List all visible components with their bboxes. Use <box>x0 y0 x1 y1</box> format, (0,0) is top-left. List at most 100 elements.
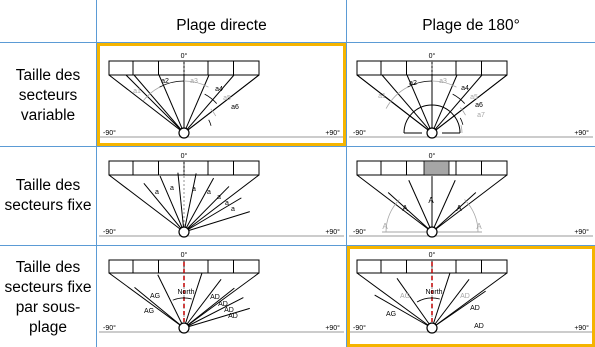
label-AG-gray: AG <box>400 293 410 300</box>
sector-ray <box>396 278 433 329</box>
highlight-frame <box>347 246 595 347</box>
sector-ray <box>183 74 210 134</box>
column-header-direct: Plage directe <box>176 17 267 34</box>
label-north: North <box>177 289 194 296</box>
label-a3: a3 <box>190 78 198 85</box>
row-header-fixed: Taille des secteurs fixe <box>4 177 92 214</box>
label-A-gray-right: A <box>476 222 482 231</box>
label-A: A <box>428 196 434 205</box>
sector-ray <box>183 287 235 329</box>
label-a1: a1 <box>133 88 141 95</box>
label-a4: a4 <box>461 85 469 92</box>
axis-label-right: +90° <box>574 228 589 236</box>
side-left <box>108 174 185 233</box>
sector-ray <box>183 307 250 329</box>
arc-a3 <box>183 80 209 88</box>
sector-ray <box>387 192 433 233</box>
sector-ray <box>133 74 185 134</box>
sector-ray <box>134 287 185 329</box>
sector-ray <box>183 197 242 233</box>
pivot-circle <box>178 322 190 334</box>
label-a: a <box>225 200 229 207</box>
label-a7: a7 <box>477 112 485 119</box>
side-left <box>356 272 433 329</box>
axis-label-right: +90° <box>574 129 589 137</box>
axis-label-right: +90° <box>325 324 340 332</box>
sector-ray <box>183 297 244 329</box>
label-AG: AG <box>386 311 396 318</box>
row-header-fixed-subrange: Taille des secteurs fixe par sous-plage <box>4 259 92 336</box>
sector-ray <box>431 279 470 329</box>
arc-a4 <box>452 93 465 104</box>
row-header-variable: Taille des secteurs variable <box>15 67 81 124</box>
label-a5: a5 <box>470 94 478 101</box>
label-AG: AG <box>144 308 154 315</box>
sector-ray <box>431 74 483 134</box>
label-a: a <box>207 189 211 196</box>
label-A: A <box>456 204 462 213</box>
label-a4: a4 <box>215 86 223 93</box>
arc-a1 <box>142 86 160 102</box>
pivot-circle <box>426 127 438 139</box>
side-right <box>431 174 508 233</box>
arc-a2 <box>159 80 185 88</box>
label-A-gray-left: A <box>382 222 388 231</box>
axis-label-top: 0° <box>181 52 188 60</box>
arc-a7 <box>460 125 463 134</box>
axis-label-left: -90° <box>103 129 116 137</box>
pivot-circle <box>426 226 438 238</box>
label-a6: a6 <box>475 102 483 109</box>
sector-ray <box>125 74 185 134</box>
sector-ray <box>183 279 222 329</box>
label-a: a <box>217 194 221 201</box>
sector-ray <box>183 177 215 233</box>
sector-ray <box>157 274 185 329</box>
label-AD: AD <box>224 307 234 314</box>
sector-ray <box>431 192 477 233</box>
label-A: A <box>402 204 408 213</box>
sector-ray <box>431 74 508 134</box>
grid-hline-row1 <box>0 146 595 147</box>
grid-hline-header <box>0 42 595 43</box>
arc-a6 <box>208 119 212 126</box>
label-AD: AD <box>228 313 238 320</box>
sector-ray <box>431 290 486 329</box>
sector-ray <box>406 74 433 134</box>
arc-a1 <box>385 86 408 109</box>
arc-north <box>416 297 440 303</box>
sector-ray <box>143 182 185 233</box>
blocked-sector <box>423 160 450 176</box>
side-right <box>183 272 260 329</box>
label-AD: AD <box>218 301 228 308</box>
label-a2: a2 <box>161 78 169 85</box>
sector-ray <box>183 74 235 134</box>
sector-ray <box>431 180 456 233</box>
sector-ray <box>431 272 451 329</box>
label-a3: a3 <box>439 78 447 85</box>
label-a1: a1 <box>378 93 386 100</box>
side-left <box>108 272 185 329</box>
arc-A-left <box>385 199 400 233</box>
label-a5: a5 <box>223 95 231 102</box>
label-a: a <box>231 206 235 213</box>
label-a: a <box>155 189 159 196</box>
axis-label-right: +90° <box>325 228 340 236</box>
arc-a6 <box>459 117 464 125</box>
grid-vline-left <box>96 0 97 347</box>
sector-ray <box>183 173 197 233</box>
grid-hline-row2 <box>0 245 595 246</box>
label-AD: AD <box>460 293 470 300</box>
side-left <box>108 74 185 134</box>
arc-a2 <box>407 80 433 88</box>
axis-label-right: +90° <box>574 324 589 332</box>
arc-A-right <box>464 199 479 233</box>
axis-label-top: 0° <box>181 251 188 259</box>
side-left <box>356 174 433 233</box>
arc-north <box>172 297 192 301</box>
